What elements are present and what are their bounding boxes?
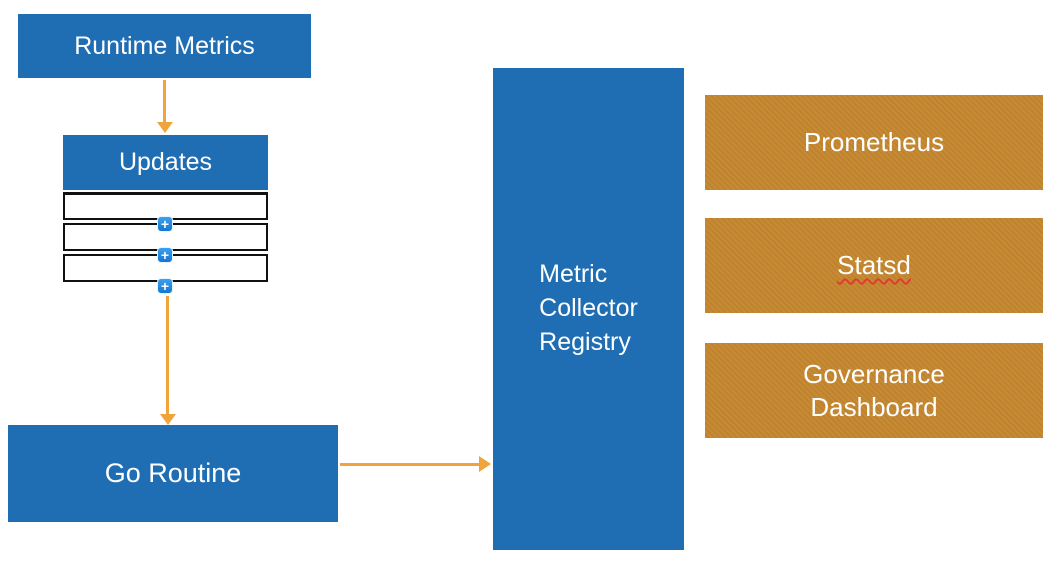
arrow-goroutine-to-registry-line [340,463,479,466]
node-go-routine: Go Routine [8,425,338,522]
arrow-runtime-to-updates-head [157,122,173,133]
node-metric-collector-registry: Metric Collector Registry [493,68,684,550]
add-row-plus-icon[interactable]: + [157,247,173,263]
arrow-rows-to-goroutine-head [160,414,176,425]
add-row-plus-icon[interactable]: + [157,278,173,294]
add-row-plus-icon[interactable]: + [157,216,173,232]
runtime-metrics-label: Runtime Metrics [74,31,255,60]
arrow-rows-to-goroutine-line [166,296,169,414]
node-prometheus: Prometheus [705,95,1043,190]
updates-label: Updates [118,148,213,176]
arrow-runtime-to-updates-line [163,80,166,122]
statsd-label: Statsd [837,250,911,280]
node-governance-dashboard: Governance Dashboard [705,343,1043,438]
governance-dashboard-label: Governance Dashboard [803,359,945,422]
go-routine-label: Go Routine [104,458,242,488]
node-statsd: Statsd [705,218,1043,313]
arrow-goroutine-to-registry-head [479,456,491,472]
node-runtime-metrics: Runtime Metrics [18,14,311,78]
node-updates: Updates [63,135,268,190]
metric-collector-registry-label: Metric Collector Registry [539,260,638,356]
prometheus-label: Prometheus [803,127,945,157]
